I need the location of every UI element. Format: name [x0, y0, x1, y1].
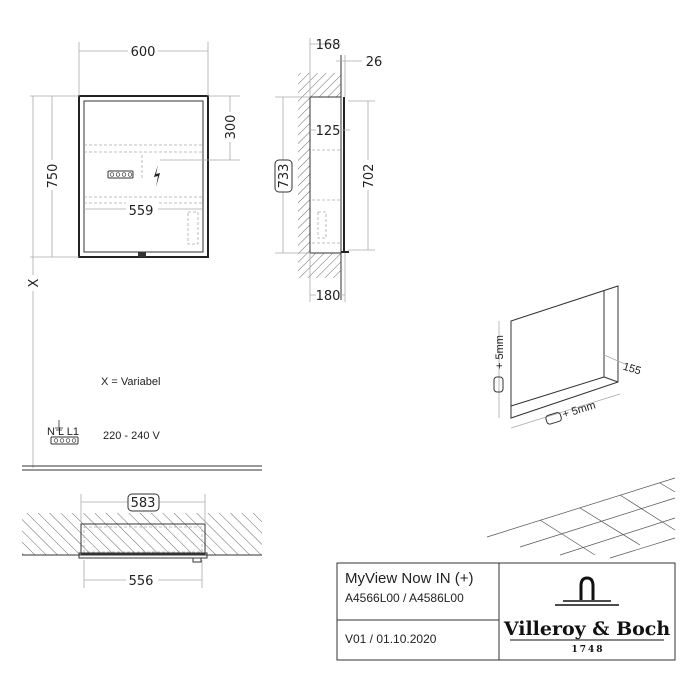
connector-box-icon [107, 170, 134, 179]
variable-note: X = Variabel [101, 376, 160, 388]
dim-height: 750 [46, 164, 61, 189]
lightning-icon [154, 165, 160, 187]
dim-niche-width: 583 [131, 496, 156, 511]
tolerance-icon [545, 412, 562, 425]
dim-socket-height: 300 [224, 115, 239, 140]
dim-plan-inner-width: 556 [129, 574, 154, 589]
switch-outline [187, 211, 199, 245]
title-block: MyView Now IN (+) A4566L00 / A4586L00 V0… [336, 562, 676, 661]
product-name: MyView Now IN (+) [345, 570, 474, 587]
terminal-labels: N L L1 [47, 426, 79, 438]
dim-shelf: 125 [316, 124, 341, 139]
dim-inner-width: 559 [129, 204, 154, 219]
dim-iso-depth: 155 [621, 361, 642, 378]
terminal-box-icon [50, 436, 79, 445]
dim-niche-depth: 180 [316, 289, 341, 304]
front-panel [78, 552, 208, 559]
side-view: 168 26 125 733 702 180 [274, 38, 383, 304]
cabinet-side [309, 96, 342, 254]
dim-niche-height: 733 [277, 164, 292, 189]
dim-inner-height: 702 [362, 164, 377, 189]
dim-width: 600 [131, 45, 156, 60]
cabinet-inner-frame [83, 100, 204, 253]
plan-view: 583 556 [22, 493, 262, 589]
brand-logo-icon: Villeroy & Boch 1748 [503, 576, 671, 655]
floor-tiles [486, 477, 676, 559]
brand-year: 1748 [571, 645, 604, 655]
wall-hatch [298, 73, 341, 278]
width-tolerance: + 5mm [561, 399, 597, 420]
dim-floor-distance: X [27, 278, 42, 287]
cabinet-outer-frame [78, 95, 209, 258]
front-view: 600 750 300 559 X [26, 42, 240, 468]
tolerance-icon [493, 376, 504, 393]
notes: X = Variabel N L L1 220 - 240 V [22, 376, 262, 471]
dim-front-panel: 26 [366, 55, 383, 70]
brand-name: Villeroy & Boch [503, 618, 671, 640]
voltage-label: 220 - 240 V [103, 430, 161, 442]
isometric-niche-view: + 5mm + 5mm 155 [493, 285, 642, 429]
dim-box [274, 159, 293, 193]
wall-hatch [22, 513, 262, 555]
sensor [138, 252, 146, 257]
height-tolerance: + 5mm [494, 335, 506, 369]
cabinet-plan [80, 523, 206, 555]
dim-depth-total: 168 [316, 38, 341, 53]
niche-outline [510, 285, 619, 419]
article-numbers: A4566L00 / A4586L00 [345, 591, 464, 605]
version-date: V01 / 01.10.2020 [345, 632, 437, 646]
dim-box [127, 493, 160, 512]
